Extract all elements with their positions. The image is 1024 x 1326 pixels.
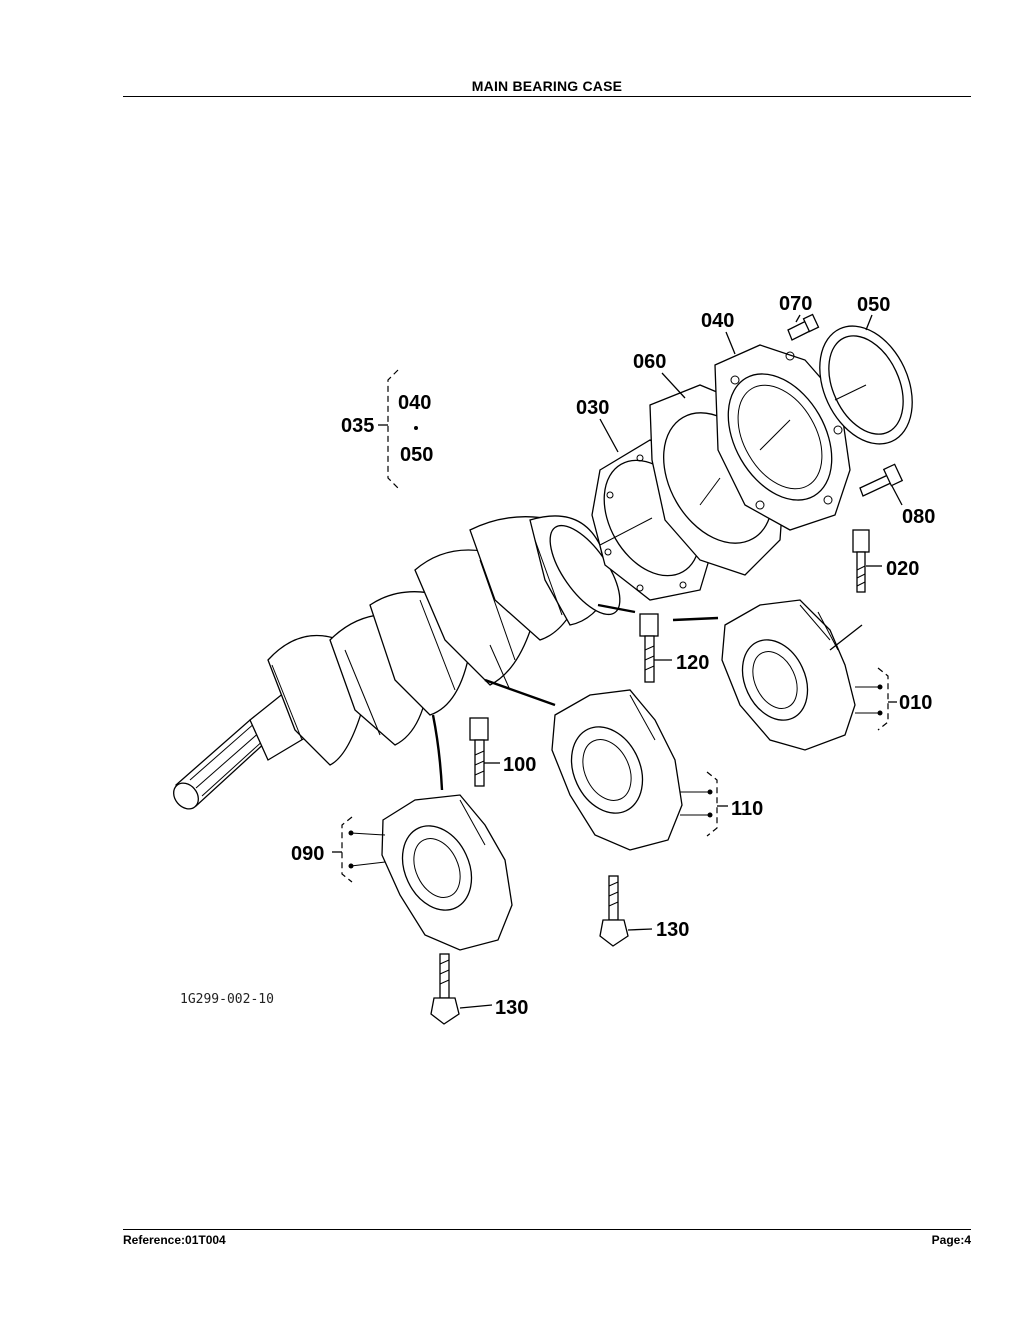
bearing-case-040-drawing [714, 344, 851, 531]
bolt-130-lower-drawing [430, 953, 460, 1025]
callout-110: 110 [731, 798, 763, 820]
bearing-case-090-drawing [381, 794, 513, 951]
callout-130-upper: 130 [656, 919, 689, 941]
footer-reference: Reference:01T004 [123, 1233, 226, 1247]
callout-035: 035 [341, 415, 374, 437]
assembly-lines [431, 603, 863, 791]
callout-060: 060 [633, 351, 666, 373]
bolt-100-drawing [469, 717, 489, 787]
callout-070: 070 [779, 293, 812, 315]
leader-lines [459, 314, 903, 1009]
footer-page-number: Page:4 [931, 1233, 971, 1247]
callout-090: 090 [291, 843, 324, 865]
callout-080: 080 [902, 506, 935, 528]
bracket-010 [855, 667, 897, 731]
callout-030: 030 [576, 397, 609, 419]
callout-035-040: 040 [398, 392, 431, 414]
page-title: MAIN BEARING CASE [471, 78, 623, 94]
callout-035-050: 050 [400, 444, 433, 466]
callout-100: 100 [503, 754, 536, 776]
callout-130-lower: 130 [495, 997, 528, 1019]
bearing-case-110-drawing [551, 689, 683, 851]
crankshaft-drawing [173, 515, 621, 810]
callout-120: 120 [676, 652, 709, 674]
bearing-case-010-drawing [721, 599, 856, 751]
figure-code: 1G299-002-10 [180, 992, 274, 1007]
header-rule [123, 96, 971, 97]
callout-050: 050 [857, 294, 890, 316]
bolt-020-drawing [852, 529, 870, 593]
bracket-090 [332, 816, 386, 883]
bolt-120-drawing [639, 613, 659, 683]
bolt-080-drawing [859, 463, 904, 497]
bolt-130-upper-drawing [599, 875, 629, 947]
bracket-035 [378, 369, 418, 489]
footer-rule [123, 1229, 971, 1230]
callout-010: 010 [899, 692, 932, 714]
callout-040: 040 [701, 310, 734, 332]
bracket-110 [680, 771, 728, 837]
screw-070-drawing [787, 313, 820, 341]
oil-seal-050-drawing [819, 325, 913, 445]
callout-020: 020 [886, 558, 919, 580]
